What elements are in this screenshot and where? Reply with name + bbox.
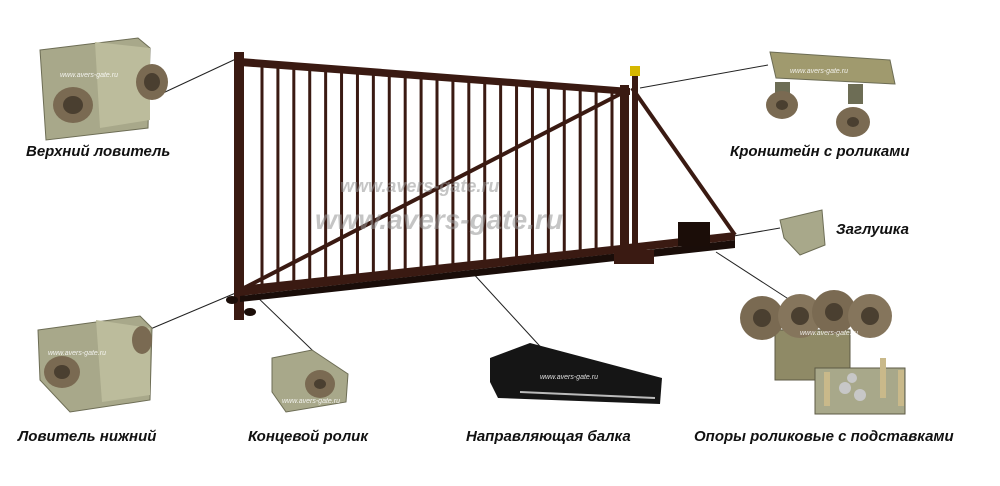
watermark-guide-beam: www.avers-gate.ru: [540, 374, 598, 381]
label-end-roller: Концевой ролик: [248, 428, 368, 445]
top-catcher-part: [39, 37, 168, 141]
watermark-small: www.avers-gate.ru: [340, 176, 500, 196]
bottom-catcher-part: [37, 315, 153, 413]
label-cap: Заглушка: [836, 221, 909, 238]
guide-beam-part: [490, 343, 662, 404]
label-guide-beam: Направляющая балка: [466, 428, 631, 445]
watermark-bottom-catcher: www.avers-gate.ru: [48, 350, 106, 357]
end-roller-part: [271, 349, 349, 413]
cap-part: [779, 209, 826, 256]
watermark-large: www.avers-gate.ru: [315, 204, 563, 235]
watermark-bracket: www.avers-gate.ru: [790, 68, 848, 75]
watermark-top-catcher: www.avers-gate.ru: [60, 72, 118, 79]
label-roller-supports: Опоры роликовые с подставками: [694, 428, 954, 445]
roller-bracket-part: [766, 51, 896, 137]
label-roller-bracket: Кронштейн с роликами: [730, 143, 910, 160]
roller-supports-part: [740, 290, 906, 415]
gate-bars: [260, 63, 614, 289]
watermark-end-roller: www.avers-gate.ru: [282, 398, 340, 405]
label-bottom-catcher: Ловитель нижний: [18, 428, 157, 445]
label-top-catcher: Верхний ловитель: [26, 143, 171, 160]
watermark-roller-supports: www.avers-gate.ru: [800, 330, 858, 337]
